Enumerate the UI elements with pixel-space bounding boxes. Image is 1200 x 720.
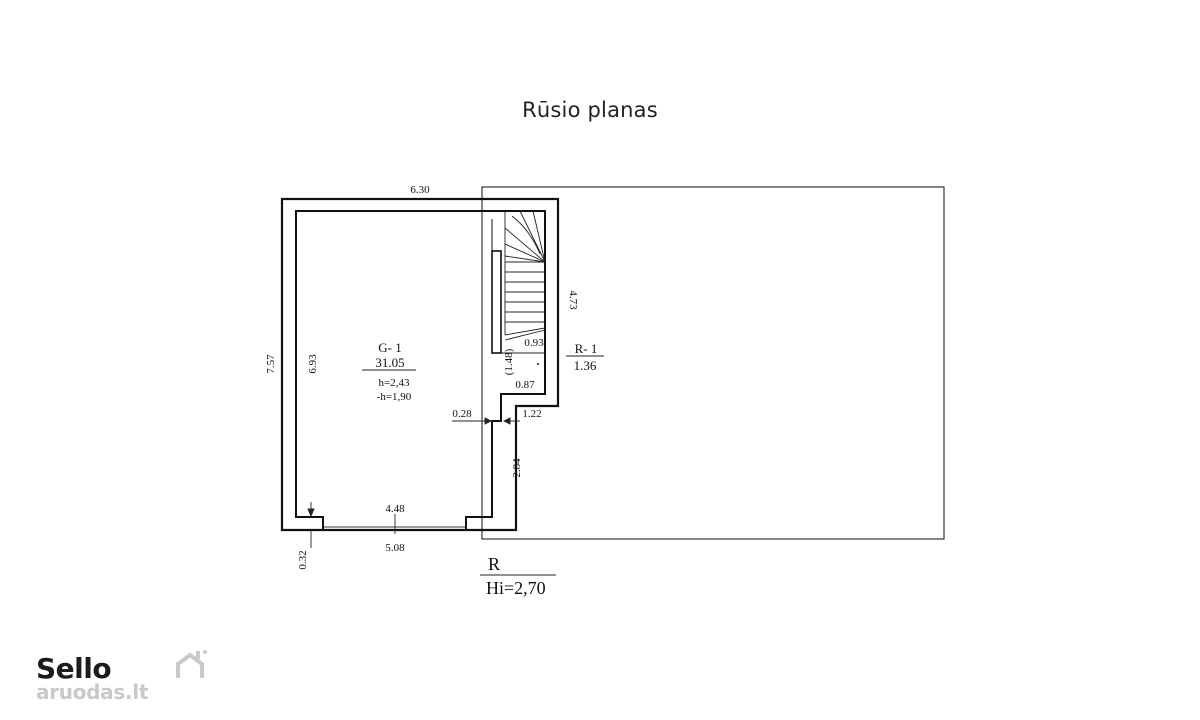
sello-aruodas-logo: Sello aruodas.lt: [36, 650, 216, 708]
dim-stair-bottom: 0.87: [515, 379, 535, 391]
dim-step-left: 0.28: [452, 408, 472, 420]
logo-sub-word: aruodas: [36, 680, 125, 704]
dim-outer-bottom: 5.08: [385, 542, 405, 554]
dim-inner-bottom: 4.48: [385, 503, 405, 515]
dim-top-width: 6.30: [410, 184, 430, 196]
page-title: Rūsio planas: [522, 98, 658, 122]
level-code: R: [488, 554, 500, 574]
dim-stair-height: (1.48): [503, 348, 515, 375]
dim-wall-thickness: 0.32: [297, 550, 309, 569]
logo-sub-suffix: .lt: [124, 680, 149, 704]
outer-wall: [280, 197, 560, 532]
house-icon: [176, 650, 207, 678]
dim-left-outer: 7.57: [265, 354, 277, 374]
room-g1-area: 31.05: [375, 355, 404, 370]
room-r1-code: R- 1: [575, 341, 598, 356]
logo-main-text: Sello: [36, 652, 112, 685]
staircase: [501, 210, 546, 354]
dim-right-upper: 4.73: [567, 290, 579, 310]
room-g1-height2: -h=1,90: [377, 391, 412, 403]
logo-sub-text: aruodas.lt: [36, 680, 148, 704]
room-g1-height: h=2,43: [379, 377, 410, 389]
room-g1-code: G- 1: [378, 340, 401, 355]
room-r1-area: 1.36: [574, 358, 597, 373]
adjacent-area-outline: [481, 186, 945, 540]
inner-wall: [295, 210, 546, 531]
partition-wall: [491, 250, 502, 354]
dim-right-lower: 2.84: [511, 458, 523, 478]
level-height: Hi=2,70: [486, 578, 546, 598]
dim-stair-width: 0.93: [524, 337, 544, 349]
room-marker-dot: [537, 363, 539, 365]
dimension-markers: [307, 369, 556, 576]
dim-left-inner: 6.93: [307, 354, 319, 374]
dim-step-right: 1.22: [522, 408, 541, 420]
